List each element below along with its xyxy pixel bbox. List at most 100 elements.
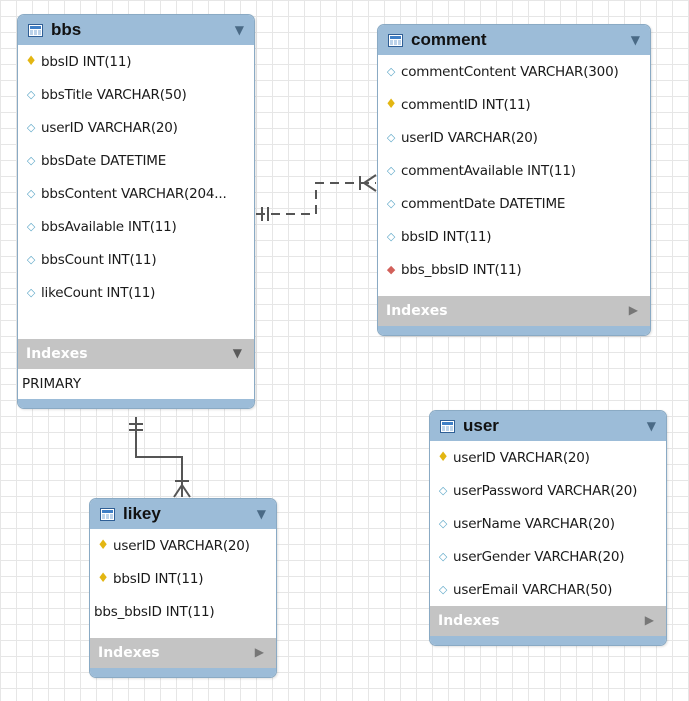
expand-triangle-icon[interactable]: ▶ [644,613,654,627]
column-label: bbsID INT(11) [41,53,132,70]
table-comment[interactable]: comment ▼ ◇ commentContent VARCHAR(300) ♦… [377,24,651,336]
primary-key-icon: ♦ [97,571,109,586]
collapse-triangle-icon[interactable]: ▼ [646,419,656,433]
indexes-label: Indexes [386,303,448,319]
column-diamond-icon: ◇ [386,164,396,177]
column-label: commentID INT(11) [401,96,531,113]
one-and-only-one-marker [261,207,269,221]
column-label: bbsCount INT(11) [41,251,157,268]
column-diamond-icon: ◇ [26,121,36,134]
table-header[interactable]: likey ▼ [90,499,276,529]
column-diamond-icon: ◇ [26,253,36,266]
indexes-section[interactable]: Indexes ▶ [430,606,666,636]
column-diamond-icon: ◇ [26,154,36,167]
table-footer [430,636,666,645]
column-label: commentDate DATETIME [401,195,566,212]
column-label: bbsID INT(11) [401,228,492,245]
collapse-triangle-icon[interactable]: ▼ [234,23,244,37]
primary-key-icon: ♦ [437,450,449,465]
table-icon [388,33,403,47]
column-row[interactable]: ◇ userPassword VARCHAR(20) [430,474,666,507]
expand-triangle-icon[interactable]: ▶ [628,303,638,317]
column-label: userGender VARCHAR(20) [453,548,625,565]
table-title: bbs [51,20,82,39]
collapse-triangle-icon[interactable]: ▼ [630,33,640,47]
column-diamond-icon: ◇ [438,484,448,497]
relationship-bbs-comment[interactable] [256,182,376,215]
column-label: commentContent VARCHAR(300) [401,63,619,80]
collapse-triangle-icon[interactable]: ▼ [256,507,266,521]
expand-triangle-icon[interactable]: ▶ [254,645,264,659]
column-label: userPassword VARCHAR(20) [453,482,638,499]
table-footer [90,668,276,677]
table-header[interactable]: comment ▼ [378,25,650,55]
column-row[interactable]: ◇ commentAvailable INT(11) [378,154,650,187]
column-label: userID VARCHAR(20) [113,537,250,554]
indexes-label: Indexes [26,346,88,362]
column-row[interactable]: ◇bbsDate DATETIME [18,144,254,177]
column-row[interactable]: ♦userID VARCHAR(20) [90,529,276,562]
column-label: bbsContent VARCHAR(204... [41,185,227,202]
column-row[interactable]: ◇ bbsCount INT(11) [18,243,254,276]
column-label: bbsAvailable INT(11) [41,218,177,235]
table-icon [28,23,43,37]
indexes-section[interactable]: Indexes ▶ [90,638,276,668]
column-row[interactable]: ♦userID VARCHAR(20) [430,441,666,474]
column-row[interactable]: ◇bbsID INT(11) [378,220,650,253]
table-footer [378,326,650,335]
column-label: userID VARCHAR(20) [41,119,178,136]
column-diamond-icon: ◇ [26,286,36,299]
column-label: userID VARCHAR(20) [401,129,538,146]
table-likey[interactable]: likey ▼ ♦userID VARCHAR(20) ♦bbsID INT(1… [89,498,277,678]
index-item[interactable]: PRIMARY [22,376,82,392]
column-row[interactable]: ◇ userGender VARCHAR(20) [430,540,666,573]
table-title: comment [411,30,487,49]
column-diamond-icon: ◇ [26,220,36,233]
indexes-label: Indexes [438,613,500,629]
column-label: bbs_bbsID INT(11) [401,261,522,278]
table-header[interactable]: user ▼ [430,411,666,441]
column-diamond-icon: ◇ [438,550,448,563]
column-spacer [90,628,276,638]
indexes-section[interactable]: Indexes ▼ [18,339,254,369]
column-row[interactable]: ♦bbsID INT(11) [90,562,276,595]
column-row[interactable]: ◇userName VARCHAR(20) [430,507,666,540]
column-diamond-icon: ◇ [386,65,396,78]
column-spacer [378,286,650,296]
table-title: user [463,416,499,435]
column-row[interactable]: ◇ commentDate DATETIME [378,187,650,220]
column-spacer [18,309,254,339]
column-row[interactable]: ◇bbsContent VARCHAR(204... [18,177,254,210]
one-or-many-marker [173,480,191,498]
relationship-bbs-likey[interactable] [135,417,183,497]
column-row[interactable]: ◇ userID VARCHAR(20) [378,121,650,154]
primary-key-icon: ♦ [385,97,397,112]
indexes-section[interactable]: Indexes ▶ [378,296,650,326]
column-row[interactable]: ◇ bbsAvailable INT(11) [18,210,254,243]
column-diamond-icon: ◇ [438,517,448,530]
column-row[interactable]: ◆ bbs_bbsID INT(11) [378,253,650,286]
column-label: commentAvailable INT(11) [401,162,576,179]
column-label: bbsTitle VARCHAR(50) [41,86,187,103]
column-row[interactable]: ◇ commentContent VARCHAR(300) [378,55,650,88]
column-row[interactable]: ♦ bbsID INT(11) [18,45,254,78]
primary-key-icon: ♦ [25,54,37,69]
column-row[interactable]: ◇ likeCount INT(11) [18,276,254,309]
column-row[interactable]: ♦ commentID INT(11) [378,88,650,121]
column-row[interactable]: ◇userEmail VARCHAR(50) [430,573,666,606]
expand-triangle-icon[interactable]: ▼ [232,346,242,360]
column-row[interactable]: ◇bbsTitle VARCHAR(50) [18,78,254,111]
column-diamond-icon: ◇ [386,197,396,210]
indexes-label: Indexes [98,645,160,661]
column-label: likeCount INT(11) [41,284,156,301]
table-header[interactable]: bbs ▼ [18,15,254,45]
table-user[interactable]: user ▼ ♦userID VARCHAR(20) ◇ userPassword… [429,410,667,646]
table-title: likey [123,504,161,523]
table-icon [100,507,115,521]
column-row[interactable]: ◇ userID VARCHAR(20) [18,111,254,144]
column-diamond-icon: ◇ [386,131,396,144]
column-row[interactable]: bbs_bbsID INT(11) [90,595,276,628]
table-bbs[interactable]: bbs ▼ ♦bbsID INT(11) ◇bbsTitle VARCHAR(5… [17,14,255,409]
foreign-key-icon: ◆ [386,263,396,276]
